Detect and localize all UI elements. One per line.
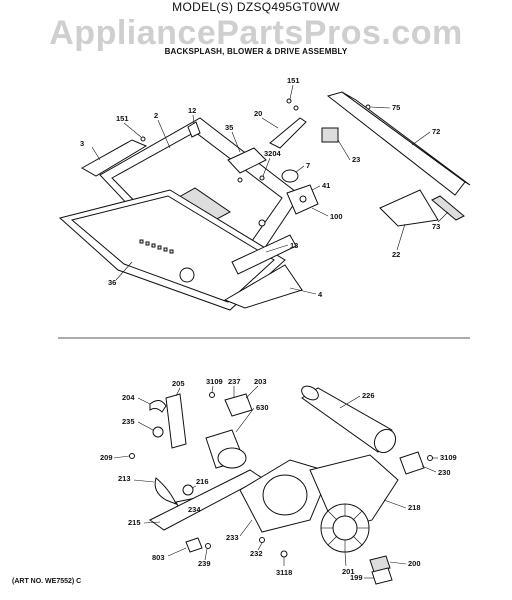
callout-151-top: 151: [287, 76, 300, 85]
callout-2: 2: [154, 111, 158, 120]
callout-199: 199: [350, 573, 363, 582]
callouts-bottom: 3109 237 203 205 204 630 226 235 209 310…: [100, 377, 457, 582]
part-3204-screw[interactable]: [259, 175, 265, 181]
part-803-clip[interactable]: [185, 537, 203, 553]
backsplash-hole: [258, 219, 266, 227]
blower-drive-assembly: [129, 385, 433, 585]
part-3109-screw-right[interactable]: [427, 455, 433, 461]
callout-41: 41: [322, 181, 330, 190]
part-200-bracket[interactable]: [369, 555, 391, 573]
part-22-wedge[interactable]: [379, 189, 439, 227]
leader-lines-bottom: [113, 385, 438, 579]
control-panel-buttons: [139, 239, 174, 254]
callout-7: 7: [306, 161, 310, 170]
control-panel-knob-hole: [179, 267, 195, 283]
rail-edge: [341, 91, 471, 186]
timer-shaft: [299, 195, 307, 203]
motor-body: [217, 447, 247, 469]
callout-73: 73: [432, 222, 440, 231]
blower-wheel-vanes: [321, 504, 369, 552]
callout-233: 233: [226, 533, 239, 542]
callout-3: 3: [80, 139, 84, 148]
part-230-thermostat[interactable]: [399, 451, 425, 475]
part-36-inner: [70, 195, 275, 303]
part-204-clip[interactable]: [149, 400, 167, 413]
part-232-screw[interactable]: [259, 537, 265, 543]
callout-3204: 3204: [264, 149, 282, 158]
part-213-spring[interactable]: [154, 477, 177, 505]
callout-100: 100: [330, 212, 343, 221]
callout-234: 234: [188, 505, 201, 514]
part-216-idler[interactable]: [182, 484, 194, 496]
part-7-knob[interactable]: [281, 169, 299, 183]
callout-803: 803: [152, 553, 165, 562]
part-23-plate[interactable]: [321, 127, 339, 143]
backsplash-screw-hole: [237, 177, 243, 183]
callout-204: 204: [122, 393, 135, 402]
art-number: (ART NO. WE7552) C: [12, 578, 82, 585]
part-151-screw[interactable]: [140, 136, 146, 142]
part-209-screw[interactable]: [129, 453, 135, 459]
duct-end-b: [373, 428, 397, 454]
part-151-screw-top-a[interactable]: [286, 98, 292, 104]
callout-205: 205: [172, 379, 185, 388]
callout-216: 216: [196, 477, 209, 486]
watermark-logo: AppliancePartsPros.com: [49, 14, 463, 52]
callout-72: 72: [432, 127, 440, 136]
part-203-switch[interactable]: [224, 393, 253, 417]
callout-13: 13: [290, 241, 298, 250]
callout-12: 12: [188, 106, 196, 115]
callout-35: 35: [225, 123, 233, 132]
callout-20: 20: [254, 109, 262, 118]
callout-36: 36: [108, 278, 116, 287]
part-3-end-cap[interactable]: [80, 139, 148, 177]
callout-630: 630: [256, 403, 269, 412]
callout-3118: 3118: [276, 568, 292, 577]
callout-235: 235: [122, 417, 135, 426]
callout-23: 23: [352, 155, 360, 164]
callout-237: 237: [228, 377, 241, 386]
callout-213: 213: [118, 474, 131, 483]
part-151-screw-top-b[interactable]: [293, 105, 299, 111]
callout-4: 4: [318, 290, 323, 299]
callout-75: 75: [392, 103, 400, 112]
callout-22: 22: [392, 250, 400, 259]
duct-end-a: [301, 385, 319, 401]
part-205-bracket[interactable]: [165, 393, 187, 449]
callout-226: 226: [362, 391, 375, 400]
callout-200: 200: [408, 559, 421, 568]
part-20-bracket[interactable]: [269, 117, 307, 149]
leader-lines-top: [115, 84, 449, 295]
part-3118-screw[interactable]: [280, 550, 288, 558]
part-235-pulley[interactable]: [152, 426, 164, 438]
part-13-trim[interactable]: [231, 234, 297, 275]
callout-203: 203: [254, 377, 267, 386]
callout-209: 209: [100, 453, 113, 462]
callout-218: 218: [408, 503, 421, 512]
callout-232: 232: [250, 549, 263, 558]
part-199-clip[interactable]: [371, 567, 393, 585]
blower-housing-opening: [262, 474, 308, 516]
callout-3109-right: 3109: [440, 453, 457, 462]
part-239-screw[interactable]: [205, 543, 211, 549]
callout-230: 230: [438, 468, 451, 477]
model-header: MODEL(S) DZSQ495GT0WW: [172, 0, 340, 14]
callouts-top: 151 2 12 35 20 151 75 3 3204 7 72 41 23 …: [80, 76, 440, 299]
part-35-switch[interactable]: [227, 147, 267, 174]
callout-201: 201: [342, 567, 355, 576]
part-73-bar[interactable]: [431, 195, 465, 221]
backsplash-assembly: [58, 91, 471, 311]
part-4-end-cap[interactable]: [223, 264, 303, 309]
callout-3109: 3109: [206, 377, 223, 386]
part-12-clip[interactable]: [187, 121, 201, 138]
part-3109-screw[interactable]: [209, 392, 215, 398]
callout-239: 239: [198, 559, 211, 568]
section-title: BACKSPLASH, BLOWER & DRIVE ASSEMBLY: [164, 47, 348, 56]
callout-151: 151: [116, 114, 129, 123]
callout-215: 215: [128, 518, 141, 527]
